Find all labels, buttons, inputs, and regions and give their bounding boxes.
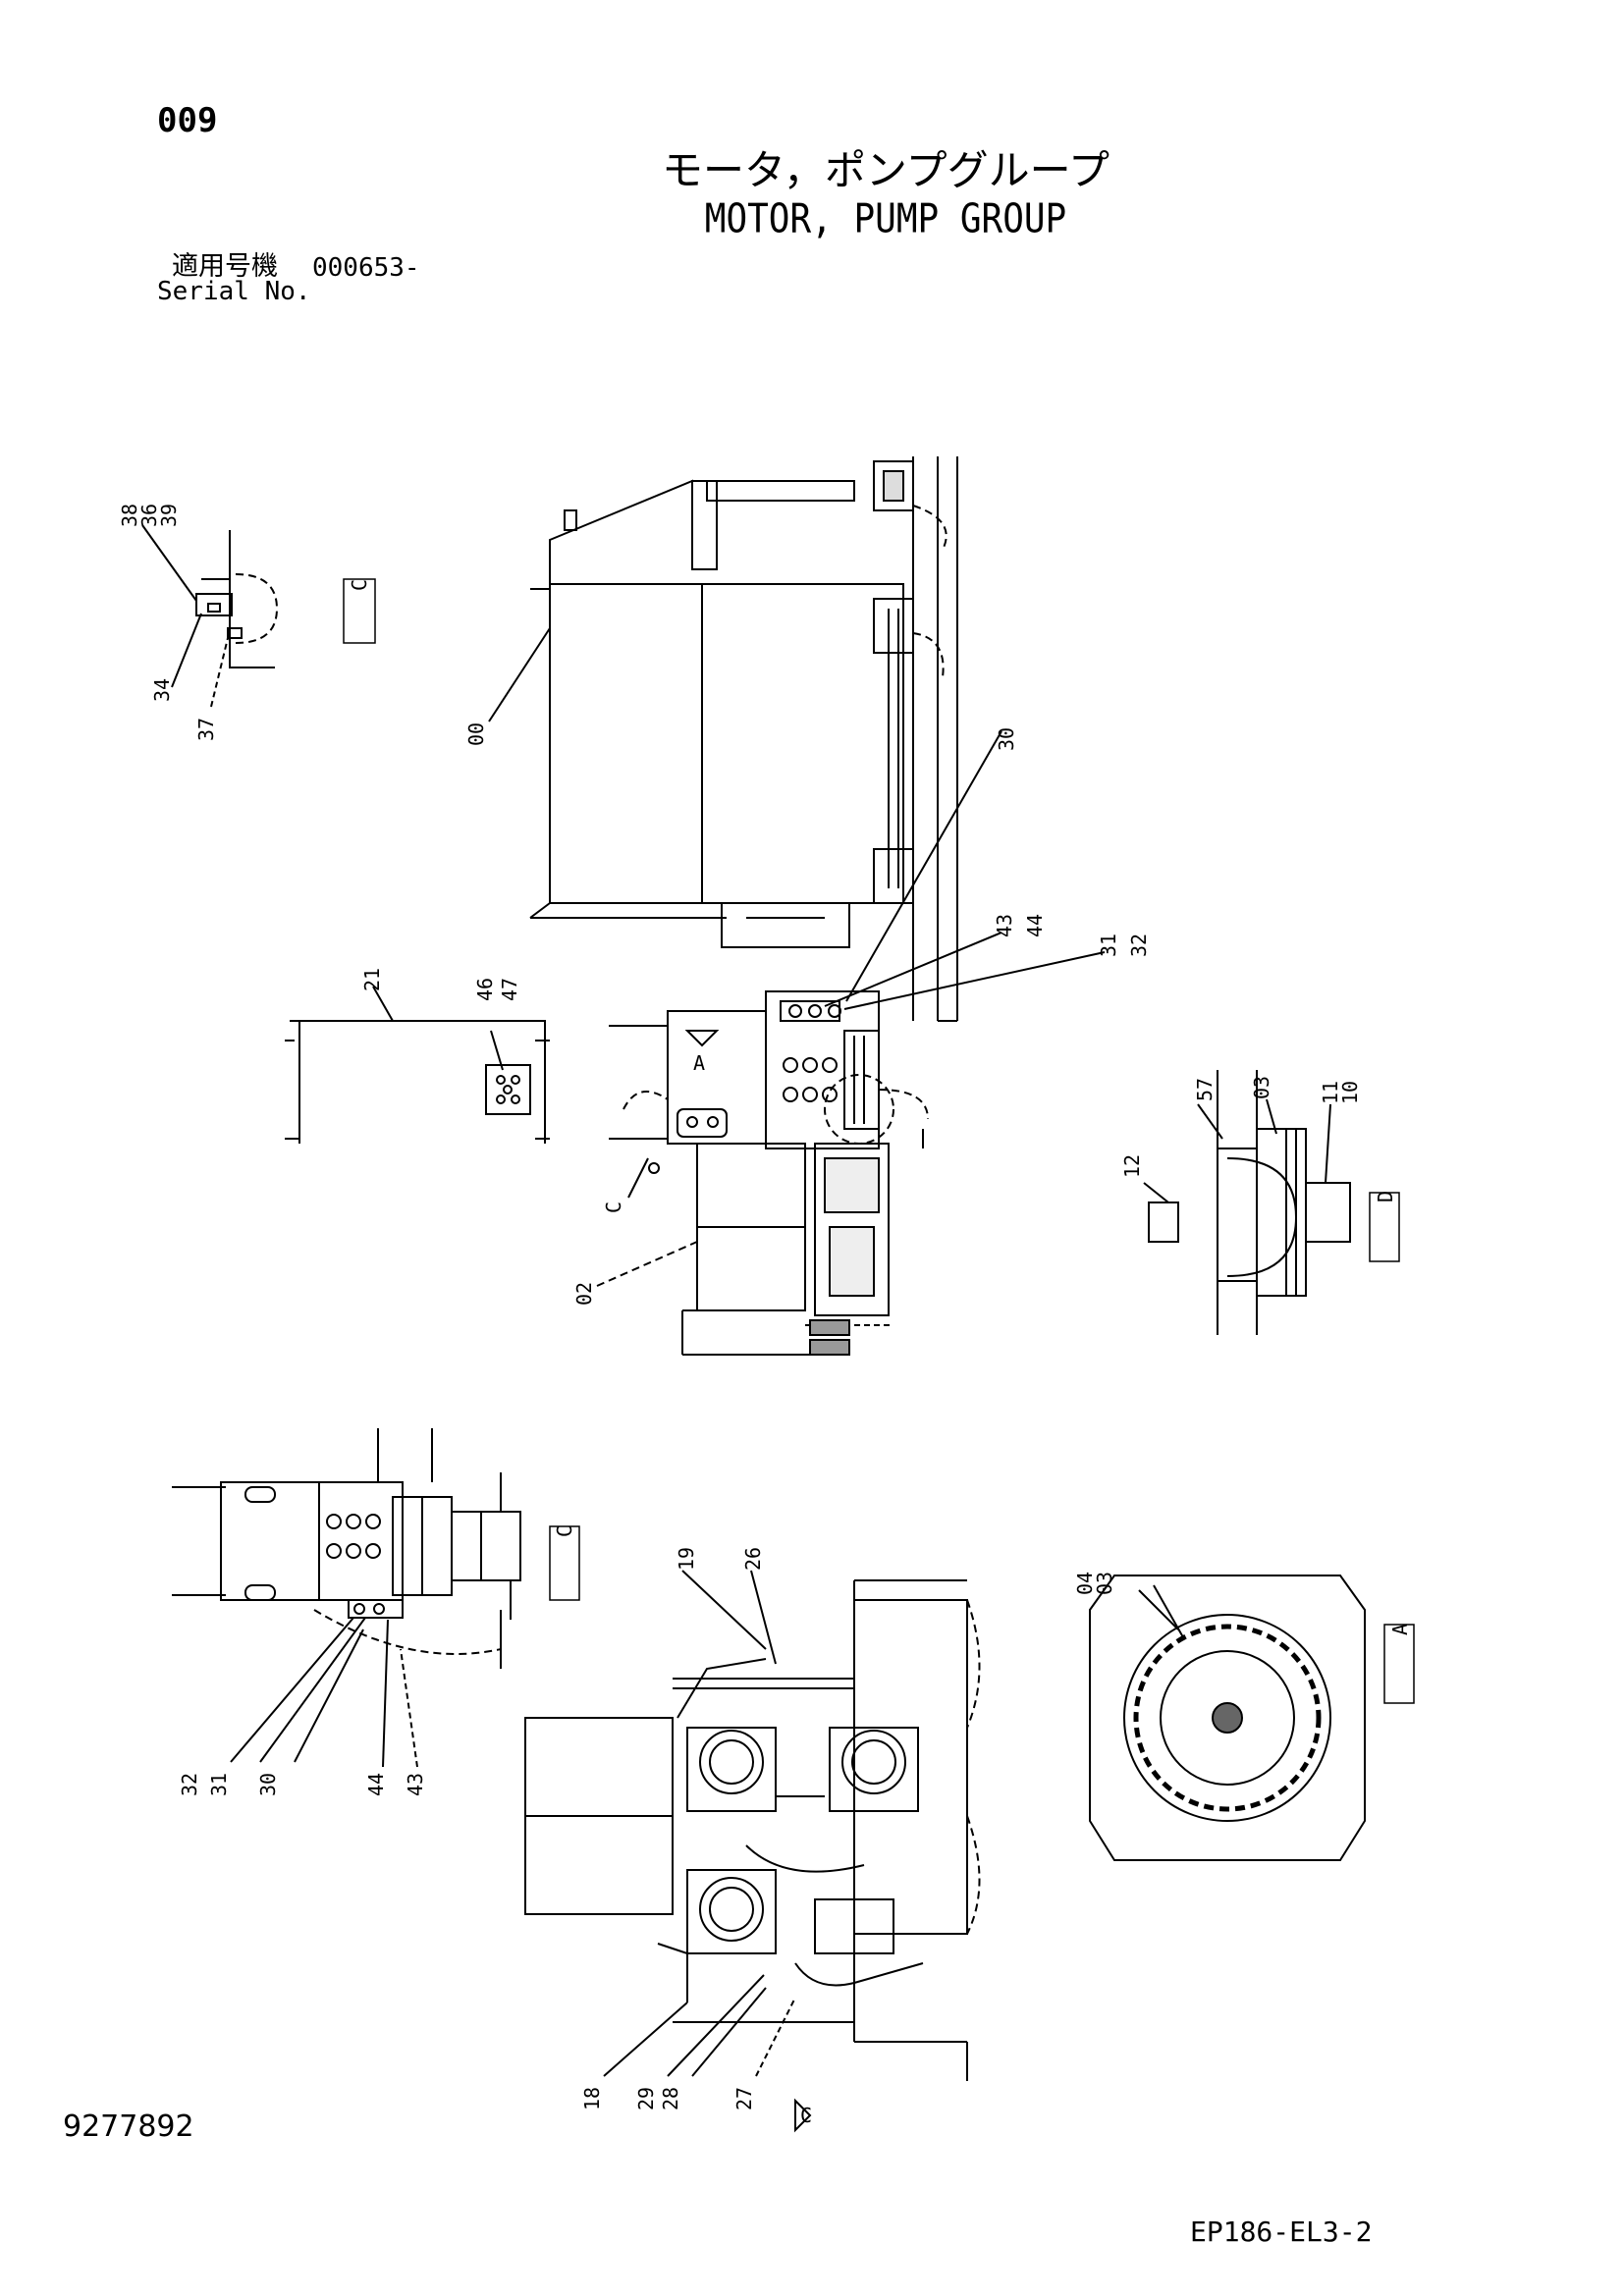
serial-label-japanese: 適用号機	[172, 251, 278, 282]
svg-text:38: 38	[118, 504, 141, 527]
svg-text:39: 39	[157, 504, 181, 527]
svg-text:44: 44	[1023, 914, 1047, 937]
page-number: 009	[157, 101, 218, 140]
svg-text:10: 10	[1338, 1081, 1362, 1104]
svg-text:30: 30	[256, 1773, 280, 1796]
svg-text:27: 27	[732, 2087, 756, 2110]
svg-text:18: 18	[580, 2087, 604, 2110]
serial-number-value: 000653-	[312, 253, 420, 283]
detail-c-top-left: C 38 36 39 34 37	[118, 504, 376, 741]
port-grid-mid	[326, 1514, 381, 1559]
svg-text:46: 46	[473, 978, 497, 1001]
left-mid-view: C 32 31 30 44 43	[172, 1428, 580, 1796]
svg-text:21: 21	[360, 968, 384, 991]
svg-text:A: A	[1388, 1624, 1412, 1635]
svg-text:36: 36	[137, 504, 161, 527]
svg-text:31: 31	[1097, 934, 1120, 957]
svg-text:34: 34	[150, 678, 174, 702]
svg-text:43: 43	[993, 914, 1016, 937]
svg-text:32: 32	[1127, 934, 1151, 957]
svg-text:C: C	[348, 579, 371, 591]
document-number: 9277892	[63, 2109, 194, 2144]
svg-text:29: 29	[634, 2087, 658, 2110]
svg-text:04: 04	[1073, 1572, 1097, 1595]
svg-text:57: 57	[1193, 1078, 1217, 1101]
svg-text:C: C	[553, 1525, 576, 1537]
view-a-label-right: A	[1383, 1624, 1415, 1704]
bracket-detail: 21 46 47	[285, 968, 550, 1144]
page-title-japanese: モータ，ポンプグループ	[661, 146, 1110, 194]
svg-text:11: 11	[1319, 1081, 1342, 1104]
view-c-label-mid: C	[549, 1525, 580, 1601]
view-d-label-right: D	[1369, 1191, 1400, 1262]
svg-text:A: A	[693, 1051, 705, 1075]
svg-text:C: C	[800, 2104, 812, 2127]
svg-text:02: 02	[572, 1282, 596, 1306]
svg-text:12: 12	[1120, 1154, 1144, 1178]
svg-text:37: 37	[194, 718, 218, 741]
sheet-code: EP186-EL3-2	[1190, 2216, 1373, 2248]
svg-text:43: 43	[404, 1773, 427, 1796]
bottom-pump-view: C 19 26 18 29 28 27	[524, 1547, 981, 2133]
main-assembly-side-view: A 00 30	[464, 456, 1151, 1356]
page-title-english: MOTOR, PUMP GROUP	[704, 195, 1067, 242]
serial-label-english: Serial No.	[157, 277, 311, 306]
detail-d-right: D 12 57 03 11 10	[1120, 1070, 1400, 1335]
view-c-label-top: C	[343, 578, 376, 644]
svg-text:03: 03	[1093, 1572, 1116, 1595]
svg-text:32: 32	[178, 1773, 201, 1796]
svg-text:30: 30	[995, 727, 1018, 751]
port-grid-main	[780, 1000, 841, 1102]
svg-text:03: 03	[1250, 1076, 1273, 1099]
svg-text:C: C	[602, 1201, 625, 1213]
section-a-view: A 04 03	[1073, 1572, 1415, 1861]
svg-text:47: 47	[498, 978, 521, 1001]
svg-text:31: 31	[207, 1773, 231, 1796]
svg-text:26: 26	[741, 1547, 765, 1571]
svg-text:00: 00	[464, 722, 488, 746]
svg-text:19: 19	[675, 1547, 698, 1571]
svg-text:44: 44	[364, 1773, 388, 1796]
svg-text:D: D	[1374, 1191, 1397, 1202]
svg-text:28: 28	[659, 2087, 682, 2110]
